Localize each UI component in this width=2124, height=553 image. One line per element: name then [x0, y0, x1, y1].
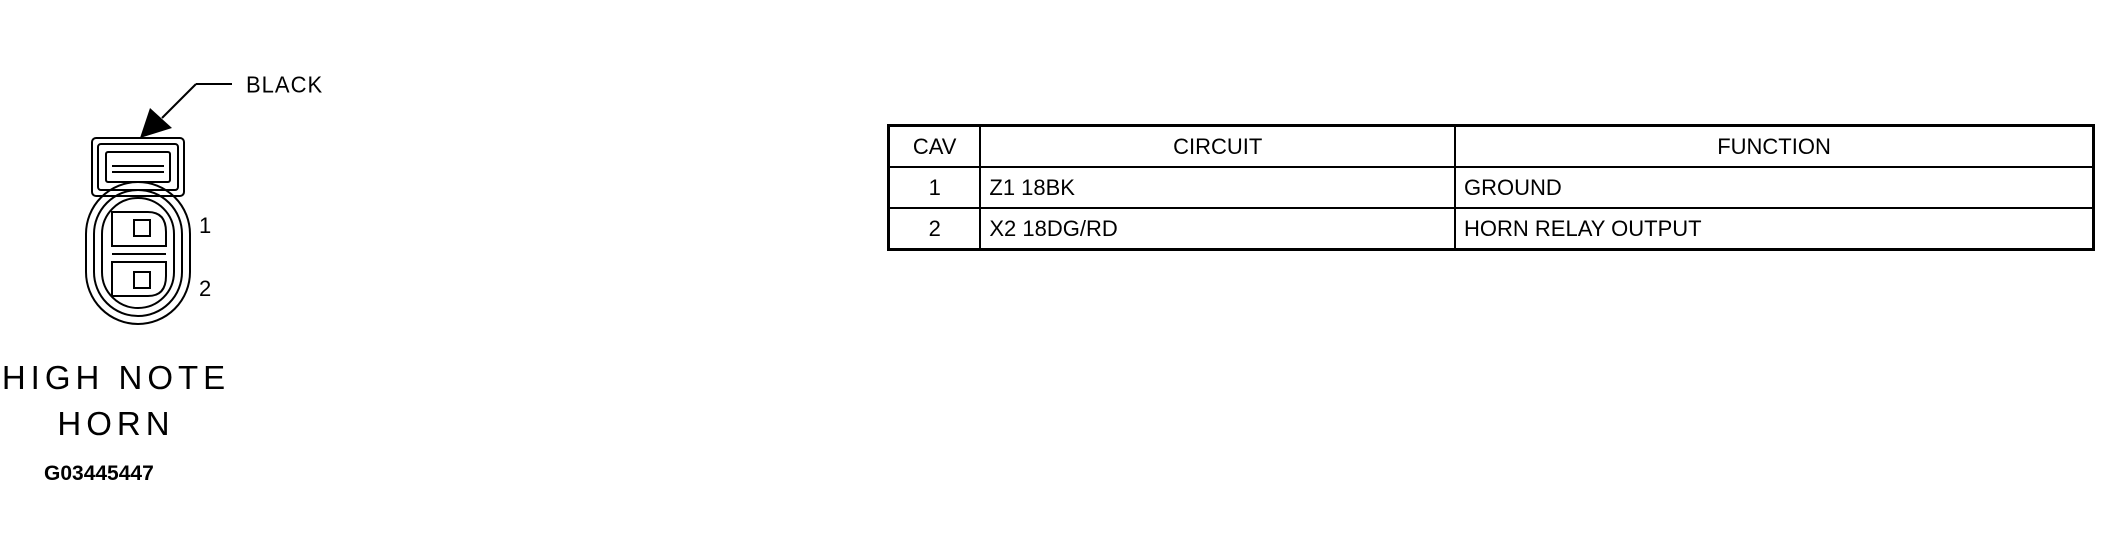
cavity-2	[111, 253, 167, 297]
title-line-1: HIGH NOTE	[1, 359, 231, 396]
connector-title: HIGH NOTE HORN	[0, 355, 232, 447]
cell-cav: 1	[887, 166, 982, 209]
connector-color-label: BLACK	[246, 71, 324, 98]
pinout-table: CAV CIRCUIT FUNCTION 1 Z1 18BK GROUND 2 …	[887, 124, 2095, 251]
header-cav: CAV	[887, 124, 982, 168]
cell-cav: 2	[887, 207, 982, 251]
title-line-2: HORN	[57, 405, 175, 442]
cavity-1	[111, 211, 167, 247]
table-header-row: CAV CIRCUIT FUNCTION	[887, 124, 2095, 168]
header-function: FUNCTION	[1454, 124, 2095, 168]
cell-circuit: Z1 18BK	[979, 166, 1457, 209]
black-leader-line	[161, 83, 232, 119]
table-row: 1 Z1 18BK GROUND	[887, 166, 2095, 209]
table-row: 2 X2 18DG/RD HORN RELAY OUTPUT	[887, 207, 2095, 251]
cell-function: HORN RELAY OUTPUT	[1454, 207, 2095, 251]
pin-2-label: 2	[199, 276, 212, 301]
leader-arrow-icon	[140, 108, 172, 138]
cell-circuit: X2 18DG/RD	[979, 207, 1457, 251]
cell-function: GROUND	[1454, 166, 2095, 209]
pin-1-label: 1	[199, 213, 212, 238]
header-circuit: CIRCUIT	[979, 124, 1457, 168]
figure-id: G03445447	[44, 462, 154, 485]
connector-housing	[85, 137, 191, 325]
